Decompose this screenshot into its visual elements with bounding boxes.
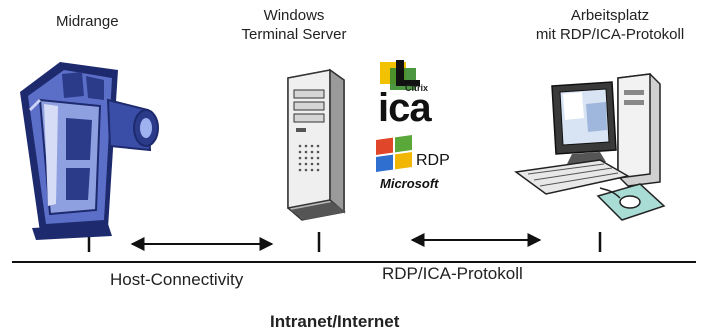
server-label-line1: Windows <box>263 7 325 24</box>
microsoft-logo-text: Microsoft <box>380 176 439 191</box>
server-tower-icon <box>287 68 346 221</box>
midrange-label: Midrange <box>56 13 119 30</box>
windows-flag-icon <box>376 134 412 172</box>
citrix-small-text: Citrix <box>405 83 429 93</box>
rdp-logo-text: RDP <box>416 152 450 169</box>
server-label: Windows Terminal Server <box>234 6 354 44</box>
workstation-label-line1: Arbeitsplatz <box>570 7 650 24</box>
host-connectivity-label: Host-Connectivity <box>110 270 244 289</box>
ica-logo-text: ica <box>378 86 432 130</box>
workstation-icon <box>514 73 666 221</box>
workstation-label: Arbeitsplatz mit RDP/ICA-Protokoll <box>520 6 700 44</box>
midrange-machine-icon <box>20 62 159 240</box>
workstation-label-line2: mit RDP/ICA-Protokoll <box>535 26 685 43</box>
citrix-logo-icon <box>380 60 420 90</box>
server-label-line2: Terminal Server <box>241 26 347 43</box>
network-label: Intranet/Internet <box>270 312 400 331</box>
rdp-ica-label: RDP/ICA-Protokoll <box>382 264 523 283</box>
